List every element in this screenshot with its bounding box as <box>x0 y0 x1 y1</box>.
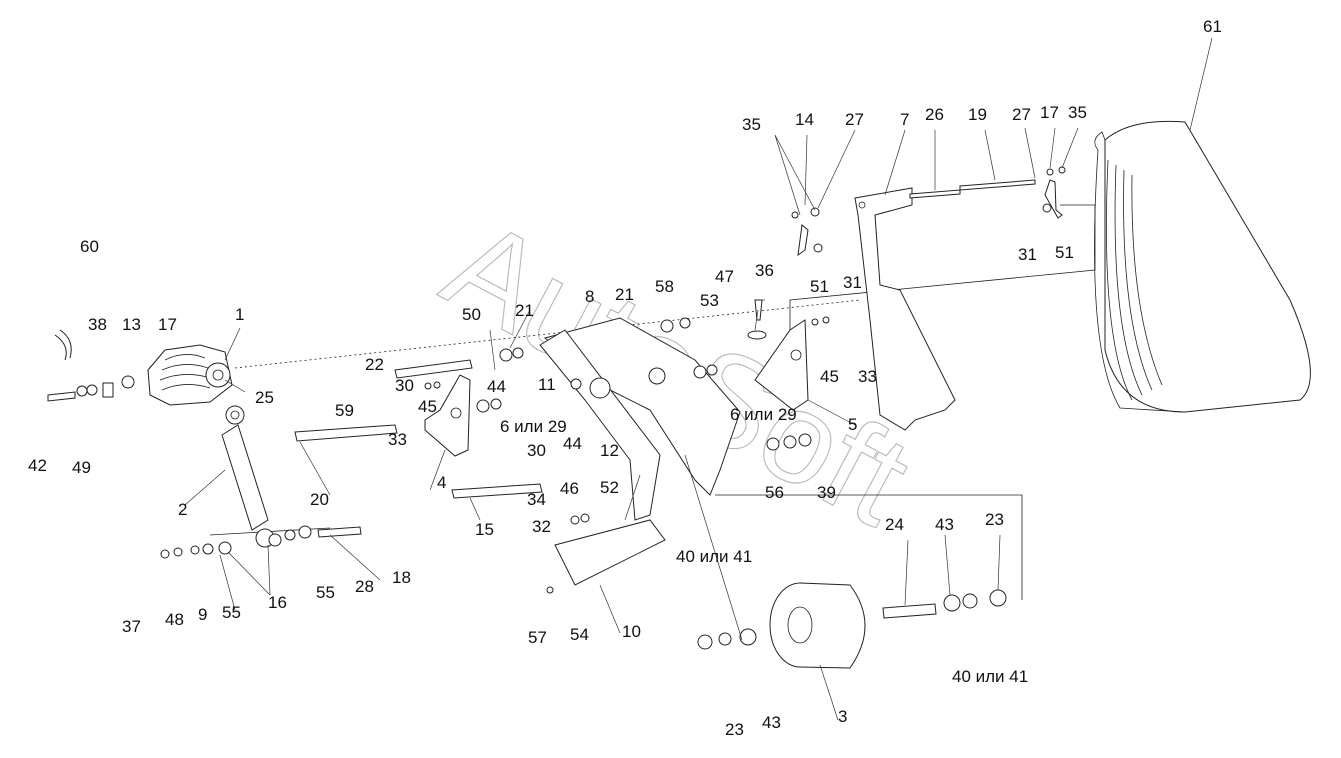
callout-9: 9 <box>198 605 207 624</box>
callout-48: 48 <box>165 610 184 629</box>
callout-57: 57 <box>528 628 547 647</box>
callout-26: 26 <box>925 105 944 124</box>
callout-56: 56 <box>765 483 784 502</box>
callout-27: 27 <box>1012 105 1031 124</box>
callout-59: 59 <box>335 401 354 420</box>
callout-60: 60 <box>80 237 99 256</box>
callout-52: 52 <box>600 478 619 497</box>
callout-43: 43 <box>762 713 781 732</box>
bracket-parts <box>424 319 809 457</box>
callout-16: 16 <box>268 593 287 612</box>
callout-1: 1 <box>235 305 244 324</box>
callout-35: 35 <box>742 115 761 134</box>
callout-4: 4 <box>437 473 446 492</box>
callout-15: 15 <box>475 520 494 539</box>
roller-part <box>769 582 866 669</box>
callout-47: 47 <box>715 267 734 286</box>
callout-53: 53 <box>700 291 719 310</box>
callout-44: 44 <box>563 434 582 453</box>
callout-40-or-41: 40 или 41 <box>952 667 1028 686</box>
callout-42: 42 <box>28 456 47 475</box>
callout-39: 39 <box>817 483 836 502</box>
callout-25: 25 <box>255 388 274 407</box>
callout-49: 49 <box>72 458 91 477</box>
callout-55: 55 <box>222 603 241 622</box>
callout-35: 35 <box>1068 103 1087 122</box>
callout-45: 45 <box>418 397 437 416</box>
callout-6-or-29: 6 или 29 <box>730 405 797 424</box>
callout-21: 21 <box>615 285 634 304</box>
callout-33: 33 <box>388 430 407 449</box>
callout-7: 7 <box>900 110 909 129</box>
leader-lines <box>184 37 1213 721</box>
callout-27: 27 <box>845 110 864 129</box>
callout-43: 43 <box>935 515 954 534</box>
callout-45: 45 <box>820 367 839 386</box>
callout-55: 55 <box>316 583 335 602</box>
belt-part <box>1094 120 1311 413</box>
callout-30: 30 <box>395 376 414 395</box>
callout-33: 33 <box>858 367 877 386</box>
callout-31: 31 <box>1018 245 1037 264</box>
callout-23: 23 <box>985 510 1004 529</box>
main-frame-part <box>539 317 741 521</box>
hydraulic-cylinder-part <box>221 405 275 548</box>
callout-17: 17 <box>1040 103 1059 122</box>
spring-cylinder-part <box>147 344 233 406</box>
callout-6-or-29: 6 или 29 <box>500 417 567 436</box>
guard-plate-part <box>554 519 666 586</box>
callout-51: 51 <box>810 277 829 296</box>
callout-17: 17 <box>158 315 177 334</box>
callout-31: 31 <box>843 273 862 292</box>
shaft-parts <box>47 179 1036 619</box>
callout-3: 3 <box>838 707 847 726</box>
callout-32: 32 <box>532 517 551 536</box>
callout-11: 11 <box>538 375 556 394</box>
callout-36: 36 <box>755 261 774 280</box>
callout-22: 22 <box>365 355 384 374</box>
callout-51: 51 <box>1055 243 1074 262</box>
hardware-parts <box>54 166 1066 650</box>
callout-54: 54 <box>570 625 589 644</box>
callout-50: 50 <box>462 305 481 324</box>
callout-14: 14 <box>795 110 814 129</box>
callout-38: 38 <box>88 315 107 334</box>
callout-24: 24 <box>885 515 904 534</box>
callout-30: 30 <box>527 441 546 460</box>
callout-8: 8 <box>585 287 594 306</box>
callout-13: 13 <box>122 315 141 334</box>
callout-20: 20 <box>310 490 329 509</box>
callout-10: 10 <box>622 622 641 641</box>
callout-46: 46 <box>560 479 579 498</box>
callout-58: 58 <box>655 277 674 296</box>
callout-18: 18 <box>392 568 411 587</box>
callout-61: 61 <box>1203 17 1222 36</box>
callout-44: 44 <box>487 377 506 396</box>
callout-21: 21 <box>515 301 534 320</box>
callout-23: 23 <box>725 720 744 739</box>
callout-5: 5 <box>848 415 857 434</box>
callout-2: 2 <box>178 500 187 519</box>
callout-28: 28 <box>355 577 374 596</box>
callout-40-or-41: 40 или 41 <box>676 547 752 566</box>
callout-19: 19 <box>968 105 987 124</box>
callout-34: 34 <box>527 490 546 509</box>
part-callouts: 61 35 14 27 7 26 19 27 17 35 51 31 31 51… <box>28 17 1222 739</box>
shield-part <box>854 187 956 431</box>
callout-12: 12 <box>600 441 619 460</box>
callout-37: 37 <box>122 617 141 636</box>
